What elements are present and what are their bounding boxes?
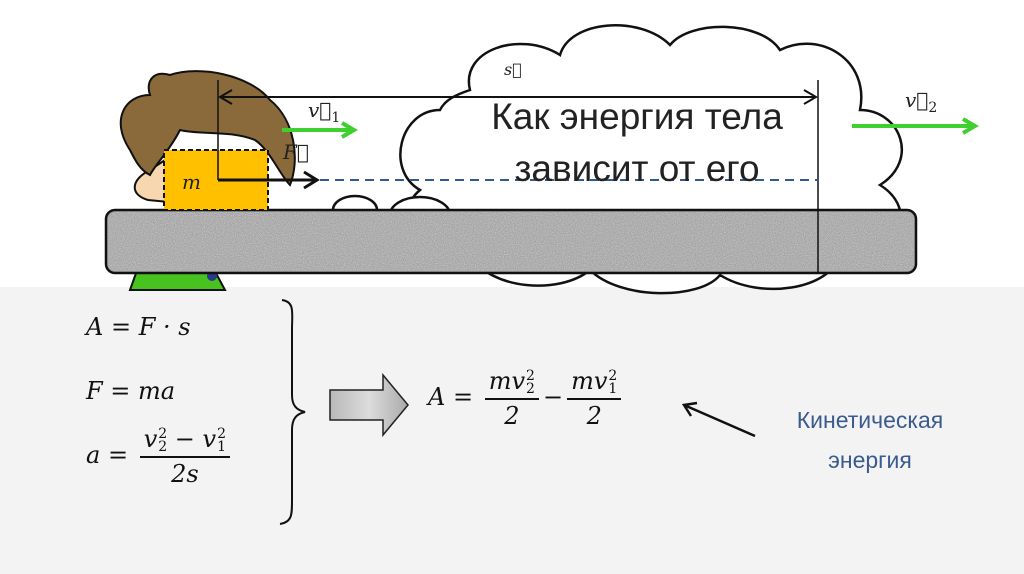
- formula-newton: F = ma: [86, 377, 176, 405]
- num2: mv: [571, 367, 608, 395]
- velocity-arrow-1: [282, 121, 358, 139]
- implication-arrow-icon: [329, 372, 409, 438]
- formula-work: A = F · s: [86, 313, 191, 341]
- idx: 2: [158, 438, 168, 455]
- velocity-arrow-2: [852, 117, 979, 135]
- acc-v1: − v: [167, 425, 217, 453]
- acc-lhs: a =: [86, 440, 129, 469]
- annotation-line-1: Кинетическая: [796, 407, 944, 433]
- distance-label: s⃗: [504, 60, 522, 79]
- title-line-1: Как энергия тела: [491, 96, 783, 137]
- pointer-arrow: [681, 401, 756, 438]
- v1-subscript: 1: [331, 110, 341, 126]
- force-label: F⃗: [283, 140, 309, 164]
- sq: 2: [158, 425, 168, 442]
- idx: 1: [608, 380, 618, 397]
- sq: 2: [217, 425, 227, 442]
- result-lhs: A =: [428, 382, 474, 411]
- distance-arrow: [218, 89, 818, 105]
- minus: −: [542, 382, 564, 411]
- den1: 2: [504, 401, 520, 430]
- sq: 2: [526, 367, 535, 384]
- sq: 2: [608, 367, 618, 384]
- title-line-2: зависит от его: [514, 148, 760, 189]
- surface-slab: [104, 208, 918, 275]
- curly-brace: [279, 299, 306, 525]
- v1-symbol: v⃗: [308, 98, 332, 122]
- v2-subscript: 2: [928, 100, 938, 116]
- num1: mv: [488, 367, 526, 395]
- v1-label: v⃗1: [308, 98, 340, 126]
- force-arrow: [218, 170, 320, 190]
- formula-panel: [0, 287, 1024, 574]
- acc-den: 2s: [171, 459, 199, 488]
- v2-label: v⃗2: [905, 88, 937, 116]
- annotation-line-2: энергия: [828, 447, 912, 473]
- acc-v2: v: [143, 425, 158, 453]
- idx: 1: [217, 438, 227, 455]
- mass-label: m: [182, 170, 201, 194]
- idx: 2: [526, 380, 535, 397]
- v2-symbol: v⃗: [905, 88, 929, 112]
- den2: 2: [586, 401, 602, 430]
- kinetic-energy-annotation: Кинетическая энергия: [740, 400, 1000, 480]
